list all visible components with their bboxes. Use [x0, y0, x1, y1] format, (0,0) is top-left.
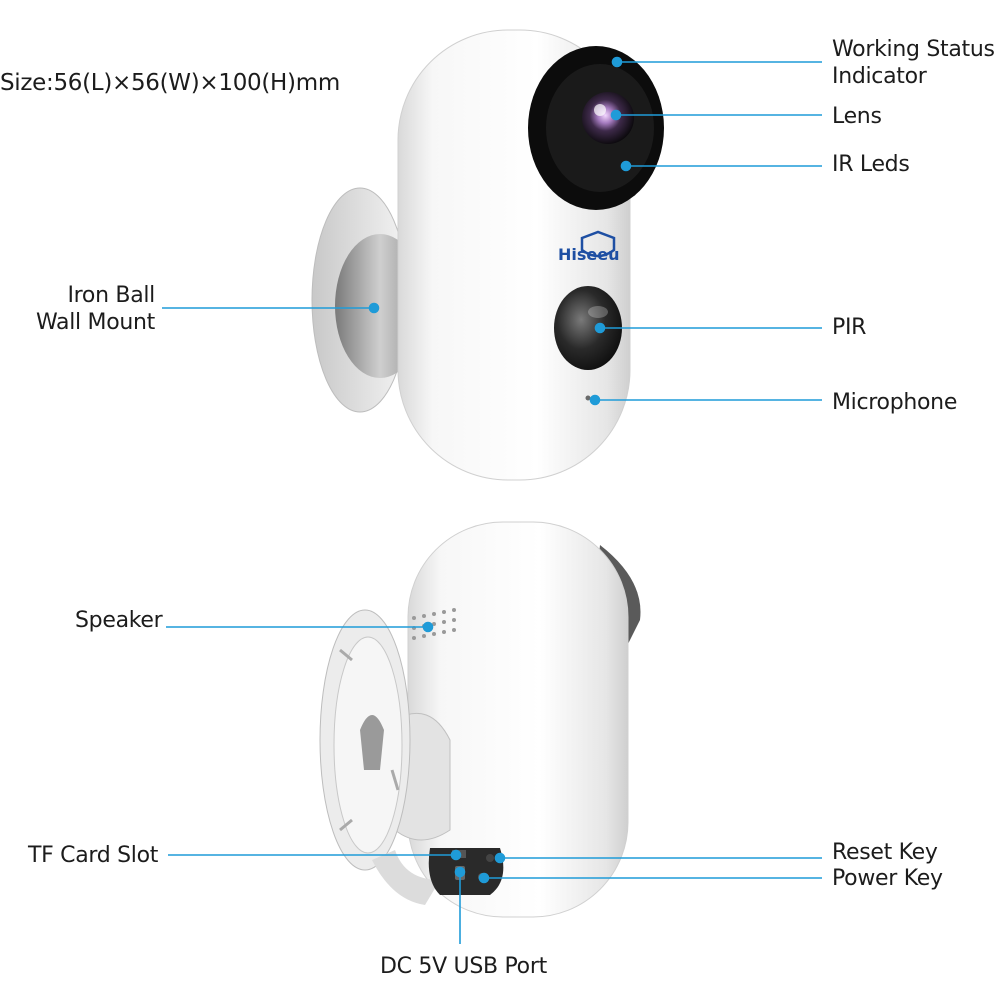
tf-card-slot-label: TF Card Slot	[28, 843, 159, 868]
speaker-grille	[412, 608, 456, 640]
reset-key-label: Reset Key	[832, 840, 938, 865]
iron-ball-label: Iron Ball Wall Mount	[36, 282, 155, 336]
power-key-label: Power Key	[832, 866, 943, 891]
working-status-line1: Working Status	[832, 37, 995, 62]
working-status-label: Working Status Indicator	[832, 36, 995, 90]
iron-ball-line1: Iron Ball	[67, 283, 155, 308]
iron-ball-line2: Wall Mount	[36, 310, 155, 335]
pir-sensor	[554, 286, 622, 370]
lens-glass	[582, 92, 634, 144]
working-status-line2: Indicator	[832, 64, 927, 89]
ir-leds-label: IR Leds	[832, 152, 910, 177]
size-text: Size:56(L)×56(W)×100(H)mm	[0, 70, 340, 96]
pir-label: PIR	[832, 315, 867, 340]
brand-logo: Hiseeu	[558, 245, 620, 264]
speaker-label: Speaker	[75, 608, 163, 633]
dc-usb-port-label: DC 5V USB Port	[380, 954, 547, 979]
lens-label: Lens	[832, 104, 882, 129]
leader-lines	[162, 56, 822, 944]
microphone-label: Microphone	[832, 390, 958, 415]
